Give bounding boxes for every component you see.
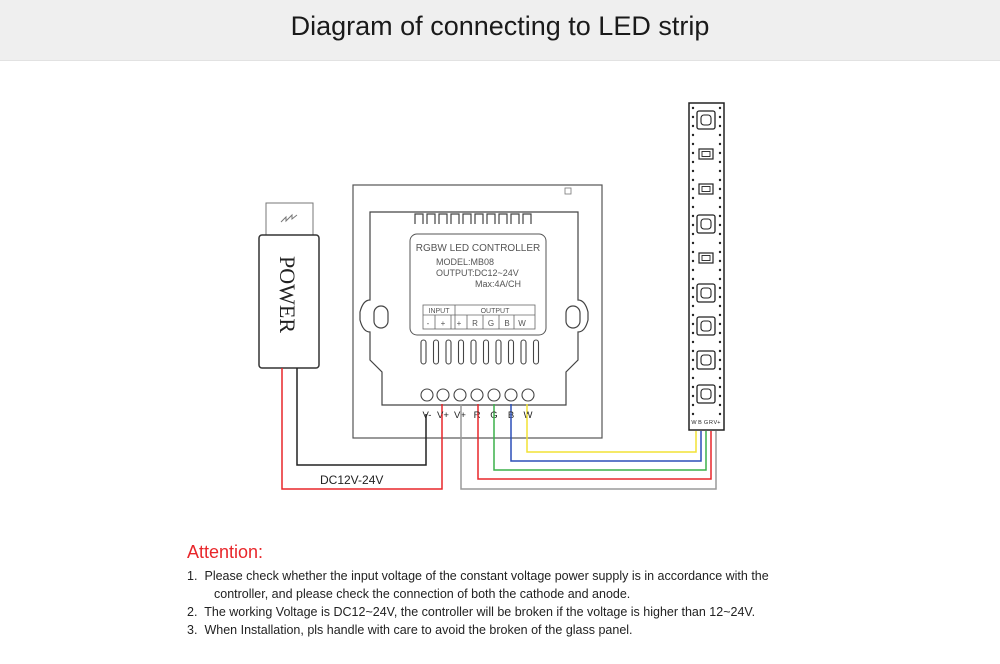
strip-pin-label: W (691, 420, 697, 426)
item-number: 1. (187, 569, 198, 583)
strip-dots (691, 106, 722, 416)
terminal-screw (504, 388, 518, 402)
item-number: 3. (187, 623, 198, 637)
chip-cell-label: W (518, 319, 526, 328)
terminal-screw (436, 388, 450, 402)
slot (470, 339, 477, 365)
terminal-label: V- (423, 410, 432, 421)
chip-cell-label: G (488, 319, 494, 328)
slot (445, 339, 452, 365)
slot-bank (420, 339, 540, 365)
terminal-screw (453, 388, 467, 402)
chip-cell-label: + (441, 319, 446, 328)
terminal-label: V+ (454, 410, 466, 421)
item-text: When Installation, pls handle with care … (204, 623, 633, 637)
resistor (698, 252, 714, 264)
item-number: 2. (187, 605, 198, 619)
led-chip (696, 283, 716, 303)
slot (432, 339, 440, 365)
resistor (698, 148, 714, 160)
controller-panel: RGBW LED CONTROLLER MODEL:MB08 OUTPUT:DC… (352, 184, 603, 439)
voltage-label: DC12V-24V (320, 473, 383, 487)
strip-pin-label: R (709, 420, 713, 426)
strip-pin-label: V+ (714, 420, 721, 426)
led-chip (696, 110, 716, 130)
attention-item: 2. The working Voltage is DC12~24V, the … (187, 603, 987, 621)
item-text-continued: controller, and please check the connect… (214, 587, 631, 601)
chip-cell-label: B (504, 319, 509, 328)
strip-pin-label: G (704, 420, 708, 426)
title-bar: Diagram of connecting to LED strip (0, 0, 1000, 61)
wire-yellow (526, 414, 697, 453)
chip-cell-label: R (472, 319, 478, 328)
attention-title: Attention: (187, 542, 264, 562)
slot (420, 339, 427, 365)
controller-model: MODEL:MB08 (436, 257, 494, 267)
resistor (698, 183, 714, 195)
led-chip (696, 316, 716, 336)
terminal-screw (521, 388, 535, 402)
terminal-label: V+ (437, 410, 449, 421)
attention-list: 1. Please check whether the input voltag… (187, 567, 987, 639)
wiring-diagram: POWER RGBW LED CONTROLLER MODEL:MB08 OUT… (258, 102, 725, 490)
slot (457, 339, 465, 365)
led-chip (696, 350, 716, 370)
slot (507, 339, 515, 365)
slot (495, 339, 502, 365)
controller-output: OUTPUT:DC12~24V (436, 268, 519, 278)
chip-cell-label: + (457, 319, 462, 328)
slot (532, 339, 540, 365)
wires (281, 368, 717, 490)
power-label: POWER (275, 256, 300, 333)
terminal-screw (420, 388, 434, 402)
led-chip (696, 214, 716, 234)
wire-red (477, 414, 712, 480)
strip-pin-label: B (698, 420, 702, 426)
attention-item: 1. Please check whether the input voltag… (187, 567, 987, 603)
wire-green (493, 414, 707, 471)
chip-cell-label: - (427, 319, 430, 328)
terminal-circles (420, 388, 535, 414)
wire-vplus-gray (460, 414, 717, 490)
slot (482, 339, 490, 365)
plug-icon (280, 213, 298, 223)
chip-output-header: OUTPUT (481, 308, 511, 315)
page-title: Diagram of connecting to LED strip (290, 11, 710, 41)
power-supply: POWER (258, 202, 320, 369)
item-text: Please check whether the input voltage o… (204, 569, 769, 583)
chip-input-header: INPUT (429, 308, 451, 315)
slot (520, 339, 527, 365)
terminal-label: R (474, 410, 481, 421)
attention-item: 3. When Installation, pls handle with ca… (187, 621, 987, 639)
wire-power-red (281, 368, 443, 490)
terminal-screw (470, 388, 484, 402)
wire-power-black (296, 368, 427, 466)
controller-max: Max:4A/CH (475, 279, 521, 289)
wire-blue (510, 414, 702, 462)
item-text: The working Voltage is DC12~24V, the con… (204, 605, 756, 619)
terminal-label: W (524, 410, 533, 421)
controller-title: RGBW LED CONTROLLER (416, 243, 540, 254)
terminal-screw (487, 388, 501, 402)
strip-leds (696, 110, 716, 404)
attention-section: Attention: 1. Please check whether the i… (187, 542, 987, 639)
led-chip (696, 384, 716, 404)
